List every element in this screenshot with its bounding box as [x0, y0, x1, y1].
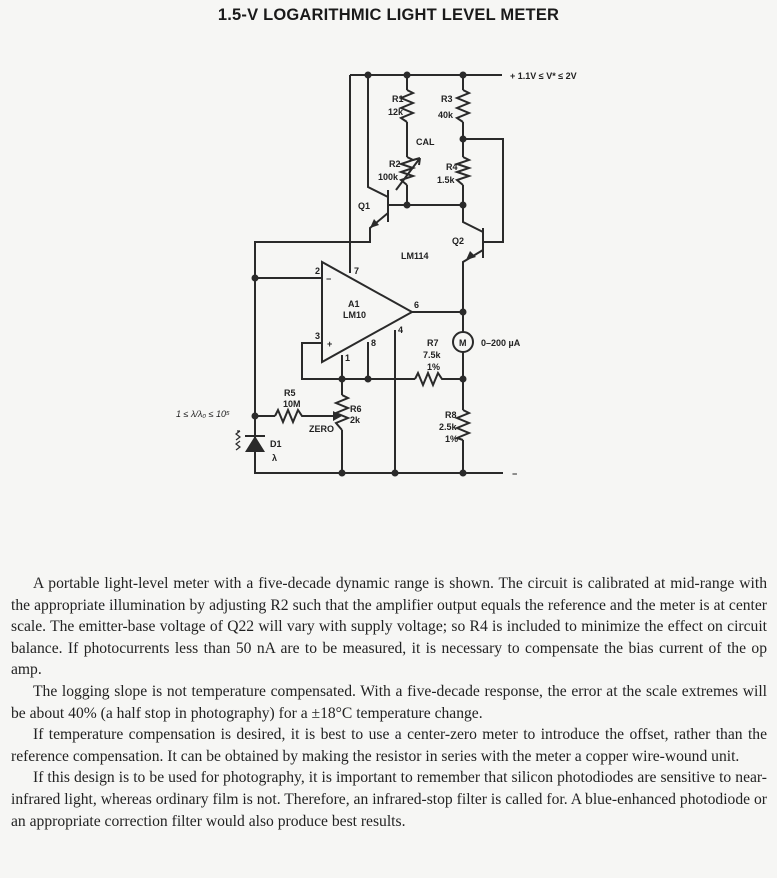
- resistor-r1: [398, 89, 416, 123]
- cal-arrow: [395, 157, 421, 191]
- r4-value: 1.5k: [437, 175, 456, 185]
- meter-range: 0–200 µA: [481, 338, 521, 348]
- r6-value: 2k: [350, 415, 361, 425]
- lm114-label: LM114: [401, 251, 429, 261]
- paragraph: A portable light-level meter with a five…: [11, 575, 767, 679]
- meter-symbol: M: [459, 338, 467, 348]
- r1-name: R1: [392, 94, 404, 104]
- pin-minus: −: [326, 274, 331, 284]
- r2-name: R2: [389, 159, 401, 169]
- range-label: 1 ≤ λ/λ₀ ≤ 10⁵: [176, 409, 230, 419]
- d1-lambda: λ: [272, 453, 277, 463]
- photodiode-d1: [235, 430, 265, 452]
- r2-value: 100k: [378, 172, 399, 182]
- junction-dots: [251, 71, 467, 477]
- paragraph: The logging slope is not temperature com…: [11, 682, 767, 722]
- d1-name: D1: [270, 439, 282, 449]
- wiper-arrow: [333, 411, 342, 421]
- page-title: 1.5-V LOGARITHMIC LIGHT LEVEL METER: [217, 6, 560, 24]
- q1-emitter-arrow: [370, 219, 379, 228]
- a1-part: LM10: [343, 310, 366, 320]
- q2-emitter-arrow: [466, 251, 476, 260]
- r7-value: 7.5k: [423, 350, 442, 360]
- r3-name: R3: [441, 94, 453, 104]
- pin-3: 3: [315, 331, 320, 341]
- wires: [254, 74, 504, 474]
- r8-name: R8: [445, 410, 457, 420]
- resistor-r6: [333, 394, 351, 431]
- r8-value: 2.5k: [439, 422, 458, 432]
- pin-7: 7: [354, 266, 359, 276]
- circuit-schematic: + 1.1V ≤ V* ≤ 2V R1 12k R3 40k CAL R2 10…: [176, 71, 577, 479]
- op-amp-a1: [321, 260, 415, 364]
- cal-label: CAL: [416, 137, 435, 147]
- r5-value: 10M: [283, 399, 301, 409]
- pin-6: 6: [414, 300, 419, 310]
- a1-name: A1: [348, 299, 360, 309]
- paragraph: If temperature compensation is desired, …: [11, 726, 767, 765]
- r7-name: R7: [427, 338, 439, 348]
- pin-8: 8: [371, 338, 376, 348]
- paragraph: If this design is to be used for photogr…: [11, 769, 767, 830]
- r7-tol: 1%: [427, 362, 440, 372]
- resistor-r5: [274, 407, 305, 425]
- resistor-r3: [454, 89, 472, 123]
- resistor-r7: [414, 370, 445, 388]
- meter-icon: [452, 331, 474, 353]
- r1-value: 12k: [388, 107, 404, 117]
- pin-2: 2: [315, 266, 320, 276]
- r3-value: 40k: [438, 110, 454, 120]
- q2-label: Q2: [452, 236, 464, 246]
- r8-tol: 1%: [445, 434, 458, 444]
- ground-label: −: [512, 469, 517, 479]
- r5-name: R5: [284, 388, 296, 398]
- supply-label: + 1.1V ≤ V* ≤ 2V: [510, 71, 577, 81]
- pin-4: 4: [398, 325, 403, 335]
- zero-label: ZERO: [309, 424, 334, 434]
- r4-name: R4: [446, 162, 458, 172]
- resistor-r4: [453, 156, 473, 186]
- q1-label: Q1: [358, 201, 370, 211]
- resistor-r8: [454, 409, 472, 441]
- r6-name: R6: [350, 404, 362, 414]
- pin-1: 1: [345, 353, 350, 363]
- description-text: A portable light-level meter with a five…: [11, 573, 767, 832]
- pin-plus: +: [327, 339, 332, 349]
